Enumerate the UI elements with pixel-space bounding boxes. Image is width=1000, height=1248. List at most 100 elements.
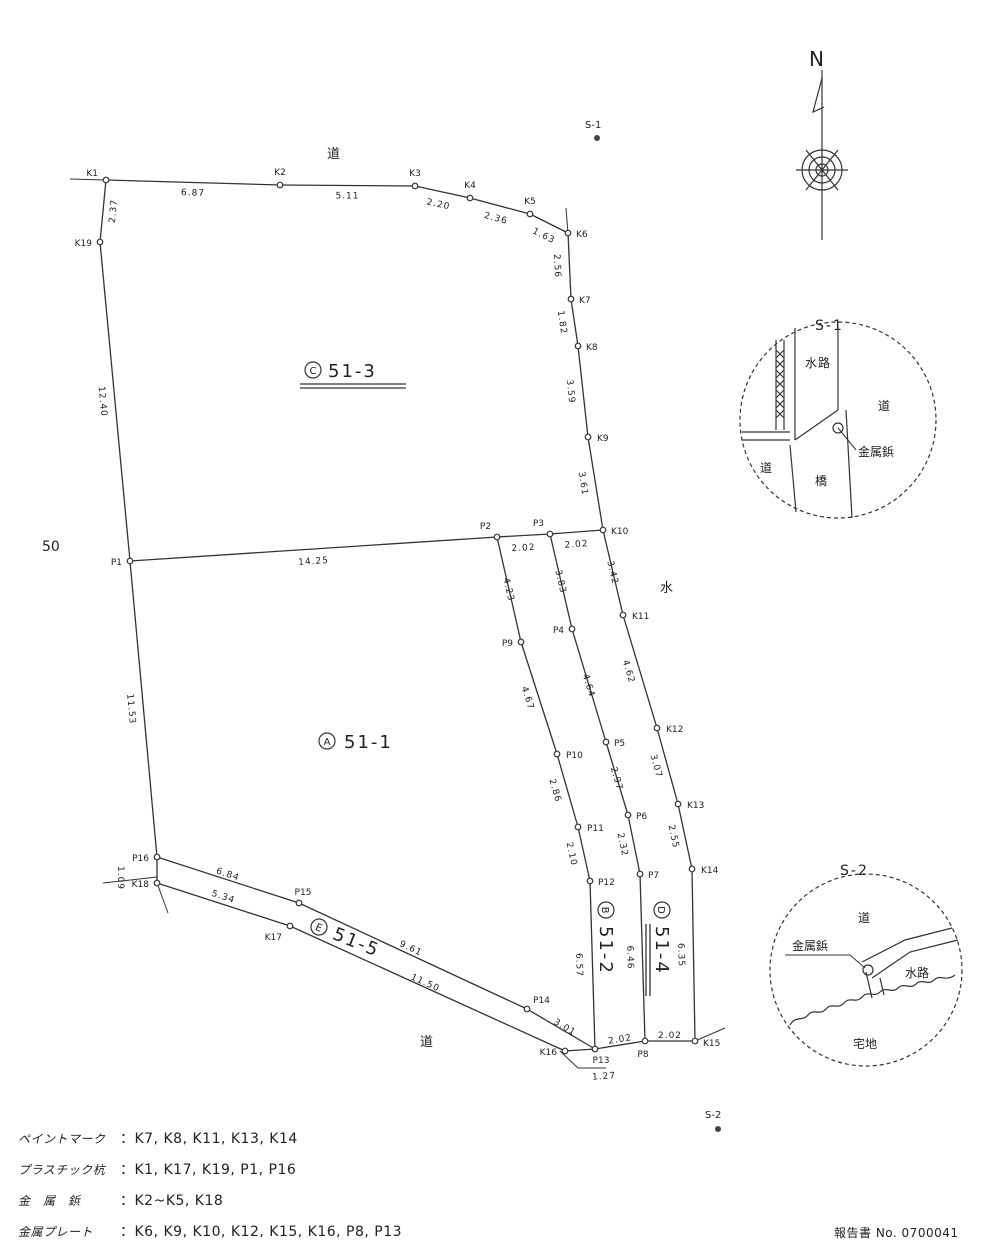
auxiliary-lines [69,178,726,1069]
svg-text:宅地: 宅地 [853,1036,877,1051]
point-label-k15: K15 [703,1039,720,1049]
boundary-line-p11-p12 [577,826,591,882]
report-number: 報告書 No. 0700041 [834,1226,959,1240]
point-marker-k4 [466,194,474,202]
boundary-line-k16-p13 [564,1048,596,1052]
point-marker-p7 [636,870,644,878]
boundary-line-k9-k10 [587,436,604,531]
point-marker-k18 [153,879,161,887]
point-label-k9: K9 [597,434,609,444]
parcel-label-d: D 51-4 [645,901,672,996]
point-label-p6: P6 [636,812,647,822]
point-label-k4: K4 [464,181,476,191]
boundary-line-k19-p1 [99,241,131,562]
point-marker-k11 [619,611,627,619]
point-label-k3: K3 [409,169,421,179]
point-label-p2: P2 [480,522,491,532]
point-label-p8: P8 [637,1050,648,1060]
point-marker-p9 [517,638,525,646]
point-label-k8: K8 [586,343,598,353]
distance-label-p3-k10: 2.02 [564,539,589,551]
parcel-number-a: 51-1 [344,732,393,753]
auxiliary-line [565,207,569,234]
boundary-line-k3-k4 [414,185,471,199]
distance-label-p1-p16: 11.53 [124,693,137,725]
distance-label-k4-k5: 2.36 [483,211,509,227]
distance-label-k7-k8: 1.82 [555,310,568,335]
auxiliary-line [694,1027,726,1042]
svg-text:路: 路 [818,355,830,370]
distance-label-p1-p2: 14.25 [298,556,329,568]
distance-label-p3-p4: 3.83 [552,569,567,595]
road-label-north: 道 [327,147,340,162]
svg-text:A: A [324,737,331,748]
legend-value: ：K6, K9, K10, K12, K15, K16, P8, P13 [120,1224,403,1240]
boundary-line-k12-k13 [656,727,679,805]
boundary-line-k1-k19 [99,179,107,243]
boundary-line-p14-p13 [526,1008,596,1050]
point-marker-p1 [126,557,134,565]
distance-label-p13-p8: 2.02 [607,1033,632,1047]
boundary-line-p15-p14 [298,902,528,1010]
point-marker-p15 [295,899,303,907]
boundary-line-k1-k2 [105,179,281,186]
boundary-line-k17-k16 [289,925,566,1052]
legend-label: ペイントマーク [18,1132,106,1146]
distance-label-p8-k15: 2.02 [658,1031,682,1041]
legend-row-metal-plate: 金属プレート：K6, K9, K10, K12, K15, K16, P8, P… [18,1217,402,1248]
point-label-k7: K7 [579,296,591,306]
point-marker-k7 [567,295,575,303]
point-marker-p3 [546,530,554,538]
point-label-p9: P9 [502,639,513,649]
point-marker-p13 [591,1045,599,1053]
point-marker-k16 [561,1047,569,1055]
point-label-k14: K14 [701,866,719,876]
auxiliary-line [559,1050,579,1069]
distance-label-p16-k18: 1.09 [115,866,125,890]
auxiliary-line [102,876,158,884]
distance-label-p15-p14: 9.61 [398,939,424,958]
svg-text:金属鋲: 金属鋲 [858,444,894,459]
point-marker-k17 [286,922,294,930]
point-label-p1: P1 [111,558,122,568]
boundary-line-p13-p8 [594,1040,646,1050]
svg-text:水路: 水路 [905,965,929,980]
distance-label-p11-p12: 2.10 [564,841,579,867]
boundary-line-p2-p9 [496,536,522,643]
parcel-number-c: 51-3 [328,361,377,382]
svg-text:E: E [313,922,323,935]
side-number: 50 [42,539,60,555]
boundary-line-p7-p8 [639,873,646,1042]
point-marker-k12 [653,724,661,732]
distance-label-k16-p13: 1.27 [592,1071,617,1083]
parcel-label-b: B 51-2 [595,901,616,975]
boundary-line-k8-k9 [577,345,589,438]
point-label-k5: K5 [524,197,536,207]
distance-label-p4-p5: 4.64 [580,673,597,699]
marker-s2: S-2 [705,1110,721,1132]
distance-label-p5-p6: 2.97 [608,766,625,792]
distance-label-k13-k14: 2.55 [666,824,681,850]
distance-label-p2-p9: 4.23 [500,577,515,603]
point-label-k13: K13 [687,801,704,811]
distance-label-k17-k16: 11.50 [409,972,441,994]
point-label-k1: K1 [86,169,98,179]
legend-row-metal-stud: 金 属 鋲：K2~K5, K18 [18,1186,402,1217]
point-marker-k8 [574,342,582,350]
distance-label-k14-k15: 6.35 [675,943,685,967]
boundary-line-p1-p2 [129,536,498,562]
distance-label-p16-p15: 6.84 [215,866,241,883]
boundary-line-p3-p4 [549,533,573,630]
point-marker-k2 [276,181,284,189]
legend-value: ：K7, K8, K11, K13, K14 [120,1131,298,1147]
point-label-p13: P13 [593,1056,610,1066]
point-marker-p11 [574,823,582,831]
distance-label-k8-k9: 3.59 [564,379,577,404]
point-label-k10: K10 [611,527,629,537]
legend-value: ：K1, K17, K19, P1, P16 [120,1162,297,1178]
point-label-k12: K12 [666,725,683,735]
distance-label-p7-p8: 6.46 [624,945,635,969]
north-label: N [809,47,824,71]
point-label-p16: P16 [132,854,149,864]
